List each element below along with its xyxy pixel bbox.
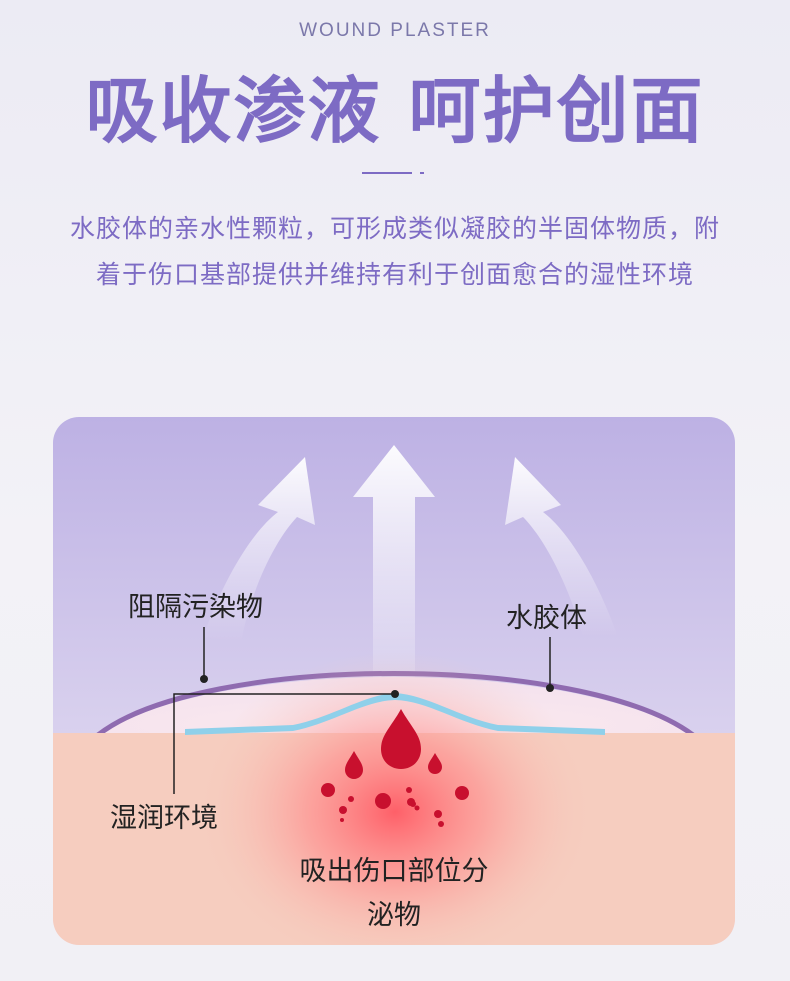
label-leader-lines <box>173 627 551 794</box>
blood-drop-icon <box>321 709 469 827</box>
wound-diagram-illustration <box>53 417 735 945</box>
headline: 吸收渗液 呵护创面 <box>85 69 705 153</box>
arrow-right-icon <box>505 457 618 637</box>
wound-diagram-panel <box>53 417 735 945</box>
label-hydrocolloid: 水胶体 <box>506 603 587 634</box>
description-text: 水胶体的亲水性颗粒，可形成类似凝胶的半固体物质，附着于伤口基部提供并维持有利于创… <box>70 214 721 289</box>
divider-dot <box>420 172 424 174</box>
label-absorb-exudate: 吸出伤口部位分泌物 <box>299 856 489 931</box>
arrow-center-icon <box>353 445 435 717</box>
label-block-contaminants: 阻隔污染物 <box>128 592 263 623</box>
arrow-left-icon <box>203 457 315 642</box>
divider-line <box>362 172 412 174</box>
subtitle-english: WOUND PLASTER <box>299 20 491 41</box>
label-moist-environment: 湿润环境 <box>110 803 218 834</box>
